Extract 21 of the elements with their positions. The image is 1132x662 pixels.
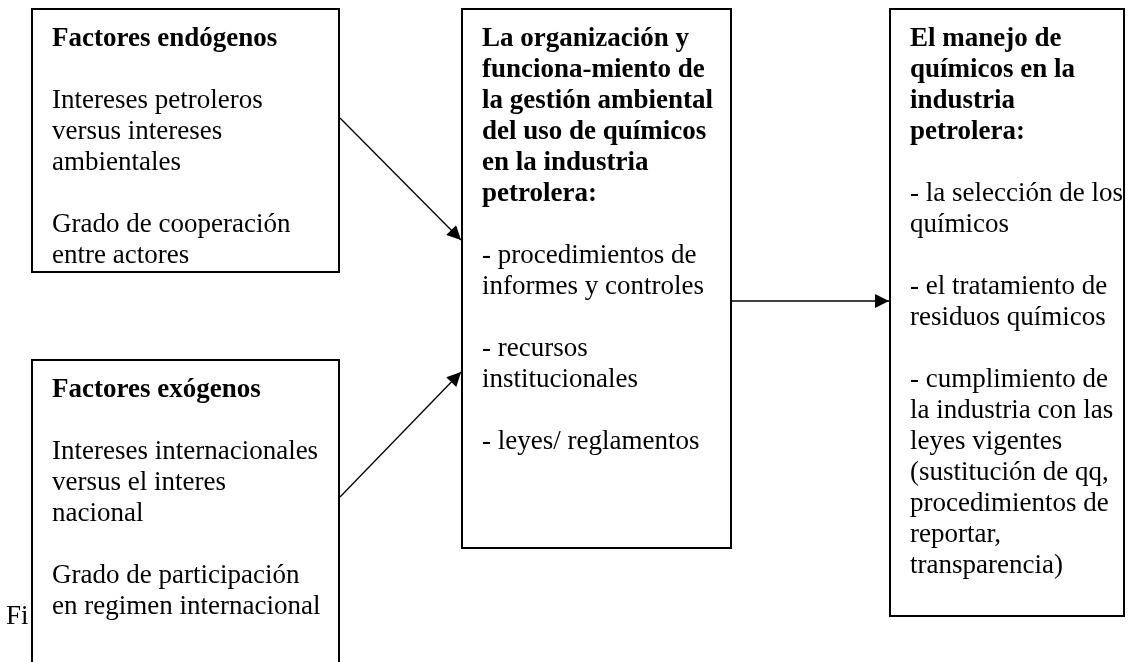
arrow bbox=[339, 117, 462, 241]
box-text: - procedimientos de informes y controles bbox=[482, 239, 705, 301]
box-text: - el tratamiento de residuos químicos bbox=[910, 270, 1109, 332]
box-text: - cumplimiento de la industria con las leyes vigentes (sustitución de qq, procedimientos de reportar, transparencia) bbox=[910, 363, 1115, 580]
box-text: Grado de cooperación entre actores bbox=[52, 208, 292, 270]
box-heading: La organización y funciona-miento de la gestión ambiental del uso de químicos en la industria petrolera: bbox=[482, 22, 714, 208]
text-box bbox=[889, 8, 1125, 617]
box-text: Intereses petroleros versus intereses ambientales bbox=[52, 84, 264, 177]
text-box bbox=[31, 359, 340, 662]
box-heading: Factores endógenos bbox=[52, 22, 279, 53]
box-text: - leyes/ reglamentos bbox=[482, 425, 701, 456]
arrow bbox=[731, 294, 890, 308]
box-text: - recursos institucionales bbox=[482, 332, 639, 394]
text-box bbox=[461, 8, 732, 549]
box-text: - la selección de los químicos bbox=[910, 177, 1124, 239]
arrow bbox=[339, 371, 462, 498]
box-heading: El manejo de químicos en la industria petrolera: bbox=[910, 22, 1077, 146]
box-heading: Factores exógenos bbox=[52, 373, 262, 404]
box-text: Intereses internacionales versus el interes nacional bbox=[52, 435, 320, 528]
text-box bbox=[31, 8, 340, 273]
box-text: Grado de participación en regimen internacional bbox=[52, 559, 322, 621]
